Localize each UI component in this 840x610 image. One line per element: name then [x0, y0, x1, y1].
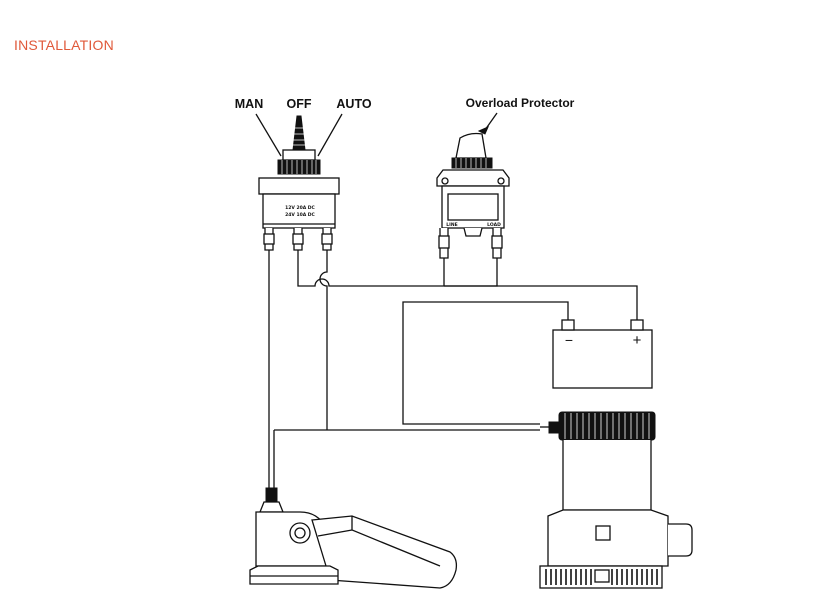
toggle-switch: MAN OFF AUTO 12V 20A DC 24V 10A DC: [235, 97, 372, 251]
page-title: INSTALLATION: [14, 37, 114, 53]
overload-protector: Overload Protector LINE LOAD: [436, 96, 575, 259]
wiring-lines: [268, 250, 638, 488]
switch-rating-line-2: 24V 10A DC: [285, 212, 315, 218]
battery: − +: [552, 319, 653, 389]
battery-minus-symbol: −: [565, 332, 573, 348]
overload-terminal-load-label: LOAD: [487, 222, 501, 228]
bilge-pump: [539, 411, 693, 589]
float-switch: [249, 487, 458, 589]
switch-rating-line-1: 12V 20A DC: [285, 205, 315, 211]
switch-label-off: OFF: [287, 97, 312, 111]
overload-terminal-line-label: LINE: [446, 222, 457, 228]
switch-label-auto: AUTO: [336, 97, 371, 111]
switch-label-man: MAN: [235, 97, 263, 111]
switch-terminals: [263, 228, 333, 251]
battery-plus-symbol: +: [633, 332, 642, 349]
overload-protector-label: Overload Protector: [466, 96, 575, 110]
